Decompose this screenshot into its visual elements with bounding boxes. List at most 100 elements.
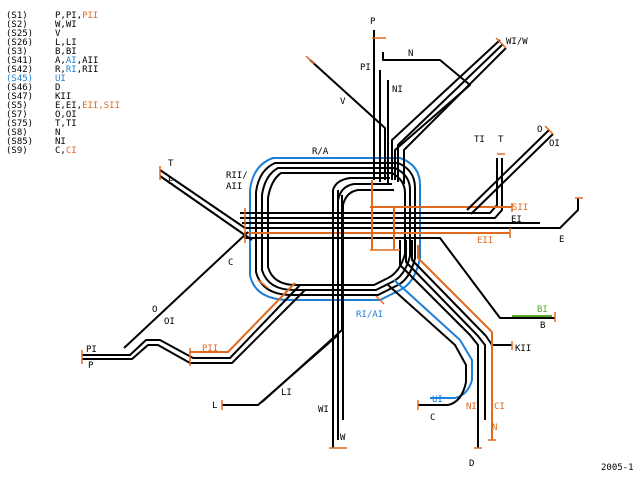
legend-lines: KII — [55, 92, 71, 102]
track-se-ui-blue — [393, 279, 473, 399]
label-e-left: E — [168, 177, 173, 187]
label-p-left: P — [88, 361, 94, 371]
track-se-c — [387, 284, 467, 406]
version-year: 2005-1 — [601, 463, 634, 473]
label-ci: CI — [494, 402, 505, 412]
legend-lines: T,TI — [55, 119, 77, 129]
line-labels: P PI NI N WI/W V R/A TI T O OI T E RII/ … — [86, 17, 634, 473]
track-o-oi-ne — [466, 129, 550, 211]
track-w-2 — [342, 189, 394, 420]
label-r-a: R/A — [312, 147, 329, 157]
track-se-orange — [417, 245, 493, 440]
legend-code: (S26) — [6, 38, 33, 48]
track-p-pi-2 — [82, 289, 306, 364]
label-wi-w: WI/W — [506, 37, 528, 47]
legend-lines: R,RI,RII — [55, 65, 98, 75]
track-t-e-west — [159, 175, 253, 241]
legend-lines: O,OI — [55, 110, 77, 120]
legend-code: (S5) — [6, 101, 28, 111]
track-network — [81, 30, 583, 449]
track-pii-orange — [190, 282, 296, 353]
label-v: V — [340, 97, 346, 107]
legend-code: (S3) — [6, 47, 28, 57]
terminal-ticks — [81, 37, 583, 449]
label-li: LI — [281, 388, 292, 398]
label-wi-bottom: WI — [318, 405, 329, 415]
label-ui: UI — [432, 395, 443, 405]
legend-code: (S25) — [6, 29, 33, 39]
legend-code: (S46) — [6, 83, 33, 93]
legend-code: (S42) — [6, 65, 33, 75]
track-wi-w-3 — [403, 47, 507, 184]
label-kii: KII — [515, 344, 531, 354]
legend-lines: E,EI,EII,SII — [55, 101, 120, 111]
track-se-1 — [399, 240, 479, 448]
label-pii: PII — [202, 344, 218, 354]
label-n-bottom: N — [492, 423, 497, 433]
trunk-east-west-2 — [240, 158, 498, 214]
label-t-left: T — [168, 159, 174, 169]
track-o-oi-ne-2 — [470, 133, 554, 215]
label-o-left: O — [152, 305, 157, 315]
track-wi — [337, 183, 392, 440]
track-se-2 — [405, 240, 486, 420]
label-eii: EII — [477, 236, 493, 246]
legend-code: (S45) — [6, 74, 33, 84]
legend-code: (S41) — [6, 56, 33, 66]
track-o — [123, 231, 249, 349]
legend-lines: B,BI — [55, 47, 77, 57]
label-o-right: O — [537, 125, 542, 135]
label-oi-right: OI — [549, 139, 560, 149]
ring-track-rii-aii — [267, 172, 406, 286]
legend-code: (S1) — [6, 11, 28, 21]
label-ni-bottom: NI — [466, 402, 477, 412]
track-wi-w — [391, 39, 501, 180]
track-v — [309, 59, 386, 180]
label-aii: AII — [226, 182, 242, 192]
legend-lines: NI — [55, 137, 66, 147]
label-t-right: T — [498, 135, 504, 145]
label-c-left: C — [228, 258, 233, 268]
legend-lines: D — [55, 83, 60, 93]
legend-lines: P,PI,PII — [55, 11, 98, 21]
track-n — [382, 52, 471, 180]
label-ri-ai: RI/AI — [356, 310, 383, 320]
ring-track-ri-ai — [249, 157, 421, 301]
track-w — [332, 177, 390, 448]
label-bi: BI — [537, 305, 548, 315]
legend-lines: N — [55, 128, 60, 138]
track-se-3 — [411, 240, 512, 346]
legend-lines: A,AI,AII — [55, 56, 98, 66]
legend-lines: W,WI — [55, 20, 77, 30]
legend-lines: UI — [55, 74, 66, 84]
label-p-top: P — [370, 17, 376, 27]
label-ei: EI — [511, 215, 522, 225]
track-p-pi — [82, 284, 301, 359]
label-c-bottom: C — [430, 413, 435, 423]
legend-code: (S2) — [6, 20, 28, 30]
label-pi-left: PI — [86, 345, 97, 355]
label-d: D — [469, 459, 474, 469]
label-oi-left: OI — [164, 317, 175, 327]
legend-code: (S7) — [6, 110, 28, 120]
legend-lines: L,LI — [55, 38, 77, 48]
label-e-right: E — [559, 235, 564, 245]
track-wi-w-2 — [397, 43, 504, 182]
label-l: L — [212, 401, 217, 411]
label-ni-top: NI — [392, 85, 403, 95]
legend-code: (S8) — [6, 128, 28, 138]
label-pi-top: PI — [360, 63, 371, 73]
label-n-top: N — [408, 49, 413, 59]
label-ti: TI — [474, 135, 485, 145]
trunk-east-west-1 — [159, 169, 579, 229]
legend: (S1) P,PI,PII (S2) W,WI (S25) V (S26) L,LI (S3) B… — [6, 11, 120, 156]
legend-lines: V — [55, 29, 61, 39]
legend-code: (S85) — [6, 137, 33, 147]
legend-code: (S9) — [6, 146, 28, 156]
legend-code: (S47) — [6, 92, 33, 102]
label-w: W — [340, 433, 346, 443]
label-rii: RII/ — [226, 171, 248, 181]
legend-lines: C,CI — [55, 146, 77, 156]
ring-track-r-a-inner — [261, 167, 411, 291]
